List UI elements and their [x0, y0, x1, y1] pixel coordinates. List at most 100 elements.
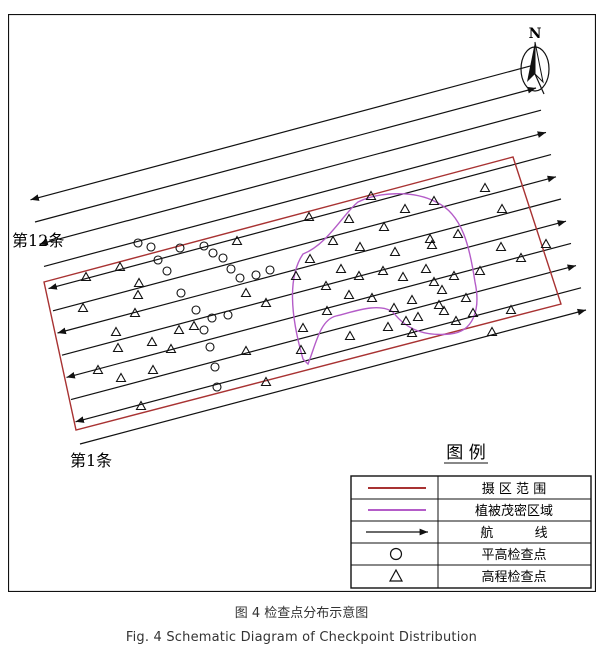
height-checkpoint	[133, 277, 145, 288]
height-checkpoint	[428, 276, 440, 287]
height-checkpoint	[327, 235, 339, 246]
height-checkpoint	[77, 302, 89, 313]
height-checkpoints	[77, 182, 552, 411]
height-checkpoint	[240, 345, 252, 356]
height-checkpoint	[129, 307, 141, 318]
height-checkpoint	[433, 299, 445, 310]
plane-height-checkpoint	[207, 313, 217, 323]
plane-height-checkpoint	[162, 266, 172, 276]
height-checkpoint	[452, 228, 464, 239]
legend-label-vegetation: 植被茂密区域	[475, 503, 553, 519]
plane-height-checkpoint	[199, 325, 209, 335]
plane-height-checkpoint	[235, 273, 245, 283]
height-checkpoint	[420, 263, 432, 274]
height-checkpoint	[428, 195, 440, 206]
plane-height-checkpoint	[208, 248, 218, 258]
figure-caption-zh: 图 4 检查点分布示意图	[234, 606, 369, 621]
height-checkpoint	[412, 311, 424, 322]
flight-line	[48, 154, 552, 290]
legend-circle-icon	[389, 547, 403, 561]
height-checkpoint	[344, 330, 356, 341]
height-checkpoint	[377, 265, 389, 276]
plane-height-checkpoint	[191, 305, 201, 315]
height-checkpoint	[297, 322, 309, 333]
height-checkpoint	[146, 336, 158, 347]
plane-height-checkpoint	[176, 288, 186, 298]
flight-line	[70, 264, 577, 401]
legend-label-height: 高程检查点	[481, 569, 546, 585]
plane-height-checkpoint	[133, 238, 143, 248]
height-checkpoint	[147, 364, 159, 375]
height-checkpoint	[80, 271, 92, 282]
flight-line	[61, 220, 567, 356]
height-checkpoint	[540, 238, 552, 249]
flight-line	[30, 65, 532, 201]
height-checkpoint	[467, 307, 479, 318]
height-checkpoint	[378, 221, 390, 232]
plane-height-checkpoint	[205, 342, 215, 352]
height-checkpoint	[505, 304, 517, 315]
height-checkpoint	[290, 270, 302, 281]
height-checkpoint	[406, 327, 418, 338]
legend-label-plane-height: 平高检查点	[481, 547, 546, 563]
height-checkpoint	[365, 190, 377, 201]
height-checkpoint	[424, 233, 436, 244]
legend-label-area: 摄 区 范 围	[482, 482, 546, 497]
plane-height-checkpoints	[133, 238, 275, 392]
flight-line	[34, 86, 537, 223]
height-checkpoint	[426, 239, 438, 250]
height-checkpoint	[173, 324, 185, 335]
plane-height-checkpoint	[199, 241, 209, 251]
height-checkpoint	[260, 297, 272, 308]
height-checkpoint	[335, 263, 347, 274]
plane-height-checkpoint	[223, 310, 233, 320]
height-checkpoint	[495, 241, 507, 252]
flight-line	[79, 308, 587, 445]
height-checkpoint	[114, 261, 126, 272]
height-checkpoint	[399, 203, 411, 214]
outer-border	[8, 14, 596, 592]
height-checkpoint	[92, 364, 104, 375]
height-checkpoint	[240, 287, 252, 298]
height-checkpoint	[448, 270, 460, 281]
plane-height-checkpoint	[212, 382, 222, 392]
height-checkpoint	[397, 271, 409, 282]
height-checkpoint	[165, 343, 177, 354]
height-checkpoint	[382, 321, 394, 332]
flight-line	[75, 287, 582, 423]
height-checkpoint	[115, 372, 127, 383]
height-checkpoint	[486, 326, 498, 337]
height-checkpoint	[438, 305, 450, 316]
flight-line	[43, 131, 547, 267]
height-checkpoint	[400, 315, 412, 326]
height-checkpoint	[353, 270, 365, 281]
strip-label-12: 第12条	[12, 231, 64, 250]
height-checkpoint	[460, 292, 472, 303]
flight-line	[57, 198, 562, 335]
flight-line	[66, 242, 572, 379]
height-checkpoint	[388, 302, 400, 313]
plane-height-checkpoint	[265, 265, 275, 275]
flight-lines	[30, 65, 587, 445]
diagram-frame: N 第12条 第1条 图 例 摄 区 范 围 植被茂密区域 航 线	[8, 14, 596, 592]
height-checkpoint	[474, 265, 486, 276]
height-checkpoint	[260, 376, 272, 387]
height-checkpoint	[320, 280, 332, 291]
height-checkpoint	[110, 326, 122, 337]
height-checkpoint	[132, 289, 144, 300]
plane-height-checkpoint	[153, 255, 163, 265]
height-checkpoint	[135, 400, 147, 411]
vegetation-area	[291, 193, 478, 366]
height-checkpoint	[366, 292, 378, 303]
height-checkpoint	[343, 289, 355, 300]
height-checkpoint	[304, 253, 316, 264]
plane-height-checkpoint	[175, 243, 185, 253]
height-checkpoint	[354, 241, 366, 252]
plane-height-checkpoint	[251, 270, 261, 280]
north-arrow-icon: N	[520, 26, 550, 95]
height-checkpoint	[436, 284, 448, 295]
height-checkpoint	[496, 203, 508, 214]
height-checkpoint	[321, 305, 333, 316]
legend-triangle-icon	[388, 568, 404, 582]
plane-height-checkpoint	[146, 242, 156, 252]
